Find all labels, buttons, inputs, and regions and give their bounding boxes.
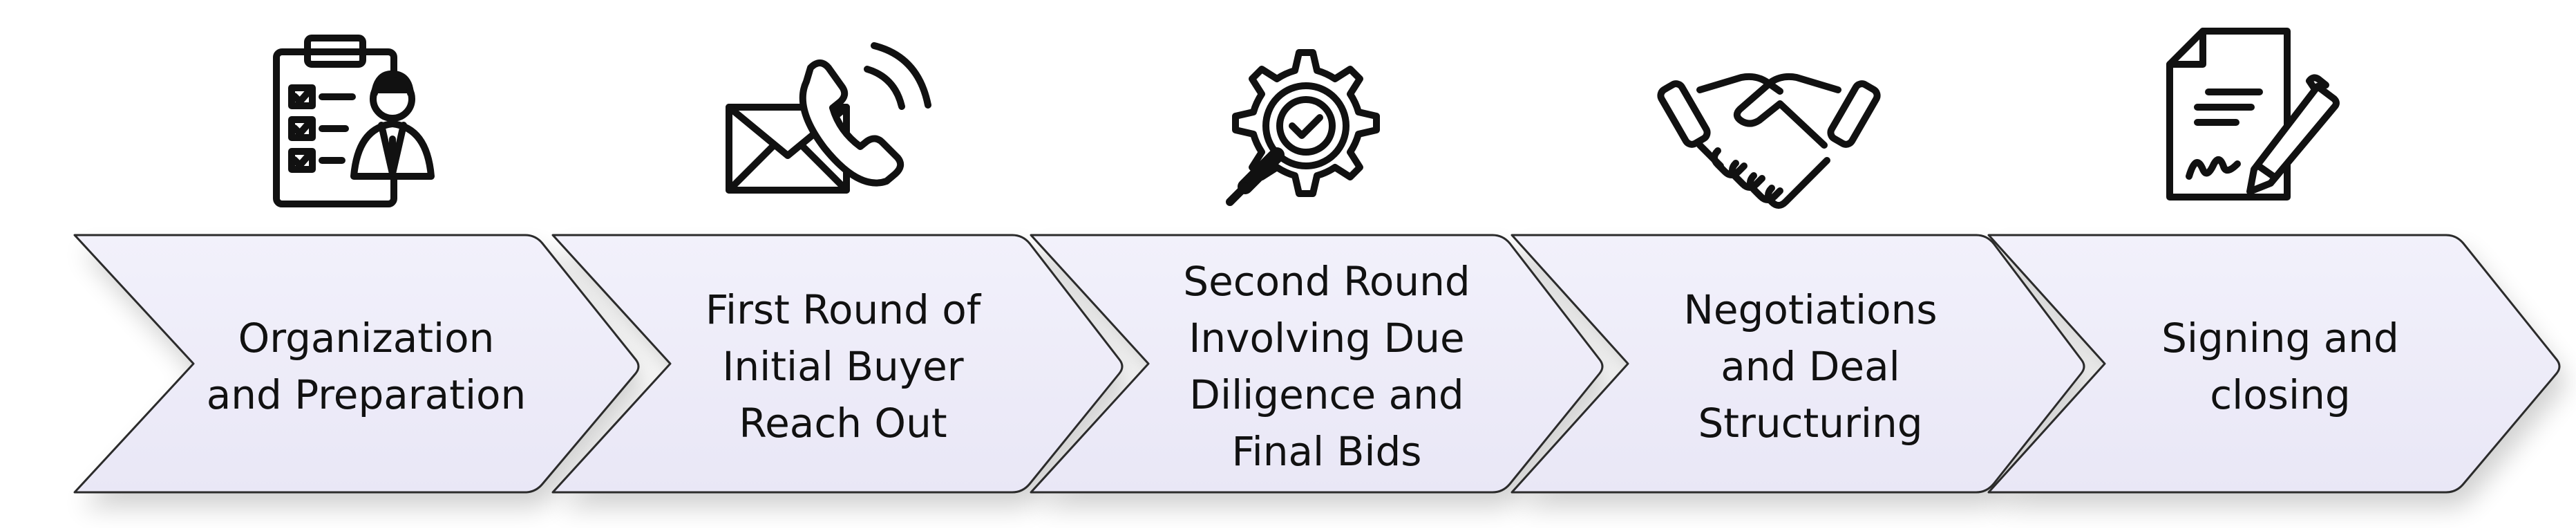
envelope-phone-icon	[726, 42, 931, 194]
step-5-label: Signing and closing	[2161, 315, 2399, 418]
step-1-label: Organization and Preparation	[206, 315, 527, 418]
step-5-chevron	[1987, 234, 2561, 494]
step-3-chevron	[1030, 234, 1604, 494]
step-4-label: Negotiations and Deal Structuring	[1683, 286, 1938, 447]
step-2-chevron	[551, 234, 1124, 494]
step-1-chevron	[73, 234, 640, 494]
step-4-chevron	[1510, 234, 2085, 494]
step-3-label: Second Round Involving Due Diligence and…	[1183, 258, 1470, 475]
step-2-label: First Round of Initial Buyer Reach Out	[705, 286, 981, 447]
gear-magnifier-check-icon	[1226, 49, 1380, 206]
document-pen-signature-icon	[2166, 28, 2340, 201]
handshake-icon	[1657, 73, 1881, 209]
clipboard-checklist-person-icon	[273, 35, 435, 207]
